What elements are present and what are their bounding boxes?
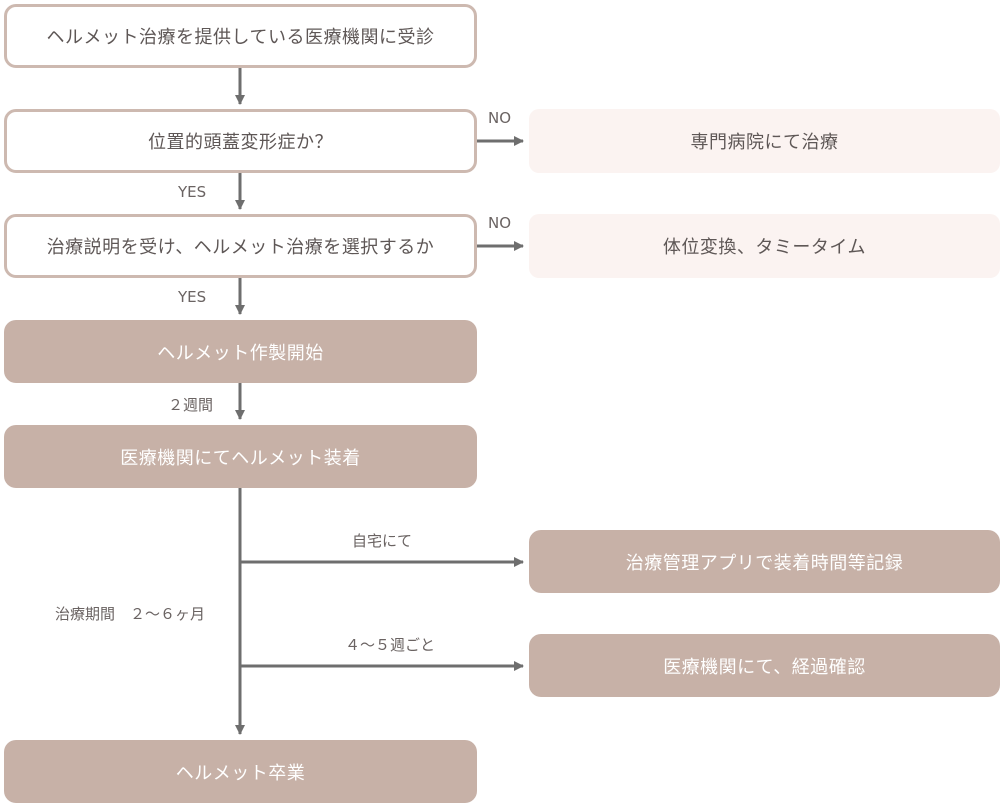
step-helmet-fitting-label: 医療機関にてヘルメット装着 bbox=[120, 447, 361, 469]
step-specialist-hospital-label: 専門病院にて治療 bbox=[690, 132, 839, 153]
step-positioning-tummy-time: 体位変換、タミータイム bbox=[529, 214, 1000, 278]
label-no-diagnosis: NO bbox=[488, 109, 512, 127]
label-yes-choice: YES bbox=[178, 288, 207, 306]
step-app-recording: 治療管理アプリで装着時間等記録 bbox=[529, 530, 1000, 593]
label-two-weeks: ２週間 bbox=[168, 396, 214, 414]
label-yes-diagnosis: YES bbox=[178, 183, 207, 201]
label-treatment-period: 治療期間 ２〜６ヶ月 bbox=[55, 605, 206, 623]
step-visit-clinic: ヘルメット治療を提供している医療機関に受診 bbox=[4, 4, 477, 68]
step-app-recording-label: 治療管理アプリで装着時間等記録 bbox=[625, 552, 904, 574]
decision-positional-plagiocephaly: 位置的頭蓋変形症か？ bbox=[4, 109, 477, 173]
step-clinic-checkup-label: 医療機関にて、経過確認 bbox=[663, 656, 866, 678]
step-helmet-graduation: ヘルメット卒業 bbox=[4, 740, 477, 803]
step-positioning-tummy-time-label: 体位変換、タミータイム bbox=[662, 237, 867, 258]
step-visit-clinic-label: ヘルメット治療を提供している医療機関に受診 bbox=[46, 27, 435, 48]
label-every-4-5-weeks: ４〜５週ごと bbox=[345, 636, 436, 654]
step-helmet-graduation-label: ヘルメット卒業 bbox=[175, 762, 306, 784]
step-helmet-production-label: ヘルメット作製開始 bbox=[157, 342, 324, 364]
decision-positional-plagiocephaly-label: 位置的頭蓋変形症か？ bbox=[148, 132, 333, 153]
label-no-choice: NO bbox=[488, 214, 512, 232]
step-helmet-fitting: 医療機関にてヘルメット装着 bbox=[4, 425, 477, 488]
decision-choose-helmet: 治療説明を受け、ヘルメット治療を選択するか bbox=[4, 214, 477, 278]
label-at-home: 自宅にて bbox=[352, 532, 413, 550]
step-specialist-hospital: 専門病院にて治療 bbox=[529, 109, 1000, 173]
step-helmet-production: ヘルメット作製開始 bbox=[4, 320, 477, 383]
decision-choose-helmet-label: 治療説明を受け、ヘルメット治療を選択するか bbox=[46, 237, 435, 258]
step-clinic-checkup: 医療機関にて、経過確認 bbox=[529, 634, 1000, 697]
